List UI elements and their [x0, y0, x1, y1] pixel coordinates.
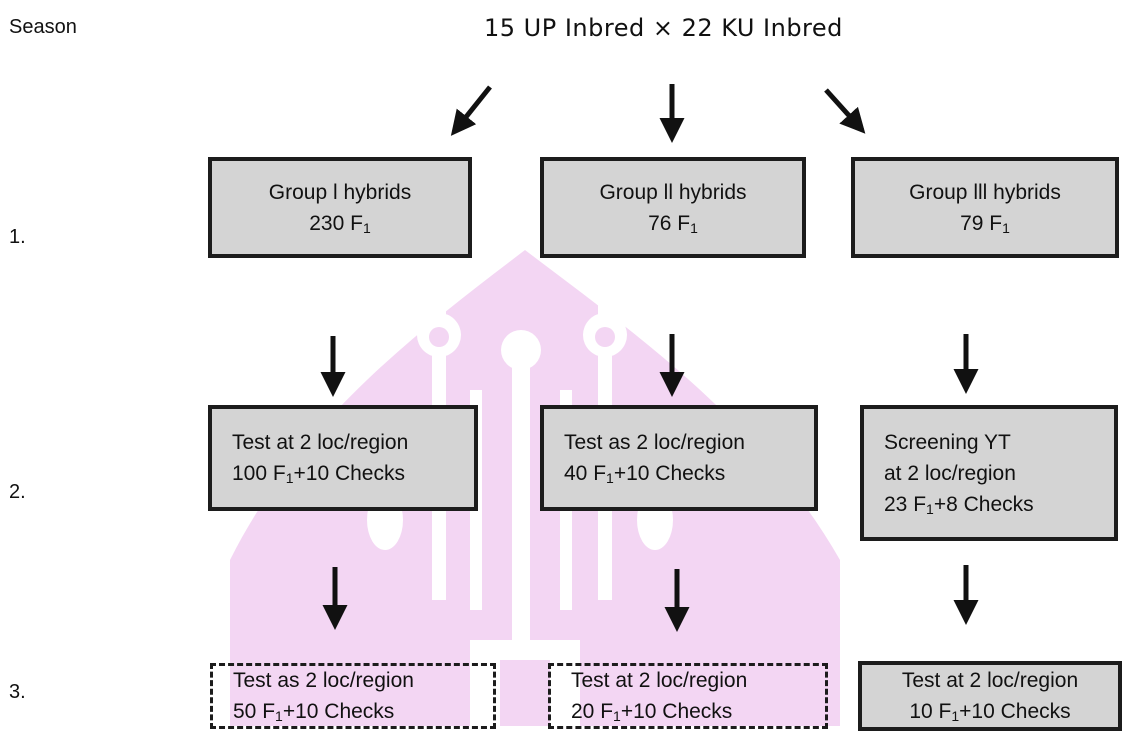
box-line: 10 F1+10 Checks: [909, 696, 1070, 727]
subscript: 1: [606, 470, 614, 486]
box-line: Test at 2 loc/region: [901, 669, 1079, 692]
arrow-title-to-group-1: [450, 85, 492, 136]
subscript: 1: [275, 708, 283, 724]
season-row-label-2: 2.: [9, 481, 26, 503]
subscript: 1: [613, 708, 621, 724]
subscript: 1: [285, 470, 294, 486]
group-2-hybrids-box: Group ll hybrids 76 F1: [540, 157, 806, 258]
box-line: Group ll hybrids: [599, 180, 747, 204]
season-row-label-3: 3.: [9, 681, 26, 703]
line-text-suffix: +10 Checks: [959, 700, 1071, 723]
season-row-label-1: 1.: [9, 226, 26, 248]
group-1-hybrids-box: Group l hybrids 230 F1: [208, 157, 472, 258]
subscript: 1: [690, 219, 698, 236]
line-text: 10 F: [909, 700, 952, 723]
line-text-suffix: +10 Checks: [620, 700, 733, 723]
line-text: 100 F: [232, 462, 286, 485]
box-line: Test at 2 loc/region: [232, 431, 409, 454]
box-line: Screening YT: [884, 430, 1011, 454]
screening-yt-box: Screening YT at 2 loc/region 23 F1+8 Check…: [860, 405, 1118, 541]
box-line: 230 F1: [309, 208, 371, 239]
box-line: Group l hybrids: [268, 180, 412, 204]
diagram-title: 15 UP Inbred × 22 KU Inbred: [484, 14, 843, 42]
box-line: 20 F1+10 Checks: [571, 696, 732, 727]
line-text-suffix: +10 Checks: [613, 462, 726, 485]
box-line: 100 F1+10 Checks: [232, 458, 405, 489]
box-line: 23 F1+8 Checks: [884, 489, 1034, 520]
box-line: at 2 loc/region: [884, 461, 1016, 485]
box-line: 50 F1+10 Checks: [233, 696, 394, 727]
line-text: 40 F: [564, 462, 607, 485]
test-group-1-box: Test at 2 loc/region 100 F1+10 Checks: [208, 405, 478, 511]
test-group-2-box: Test as 2 loc/region 40 F1+10 Checks: [540, 405, 818, 511]
test-final-group-3-box: Test at 2 loc/region 10 F1+10 Checks: [858, 661, 1122, 731]
box-line: Test as 2 loc/region: [233, 669, 414, 692]
box-line: 79 F1: [960, 208, 1010, 239]
line-text-suffix: +8 Checks: [933, 492, 1034, 516]
box-line: Test as 2 loc/region: [564, 431, 745, 454]
line-text: 23 F: [884, 492, 927, 516]
subscript: 1: [362, 219, 371, 236]
box-line: Group lll hybrids: [909, 180, 1061, 204]
subscript: 1: [951, 708, 960, 724]
subscript: 1: [926, 500, 934, 517]
line-text: 50 F: [233, 700, 276, 723]
season-label: Season: [9, 16, 77, 38]
line-text: 20 F: [571, 700, 614, 723]
subscript: 1: [1002, 219, 1010, 236]
box-line: Test at 2 loc/region: [571, 669, 748, 692]
line-text-suffix: +10 Checks: [293, 462, 405, 485]
arrow-title-to-group-3: [824, 88, 866, 134]
line-text: 230 F: [309, 211, 363, 235]
line-text: 76 F: [648, 211, 691, 235]
group-3-hybrids-box: Group lll hybrids 79 F1: [851, 157, 1119, 258]
line-text-suffix: +10 Checks: [282, 700, 395, 723]
box-line: 76 F1: [648, 208, 698, 239]
line-text: 79 F: [960, 211, 1003, 235]
box-line: 40 F1+10 Checks: [564, 458, 725, 489]
